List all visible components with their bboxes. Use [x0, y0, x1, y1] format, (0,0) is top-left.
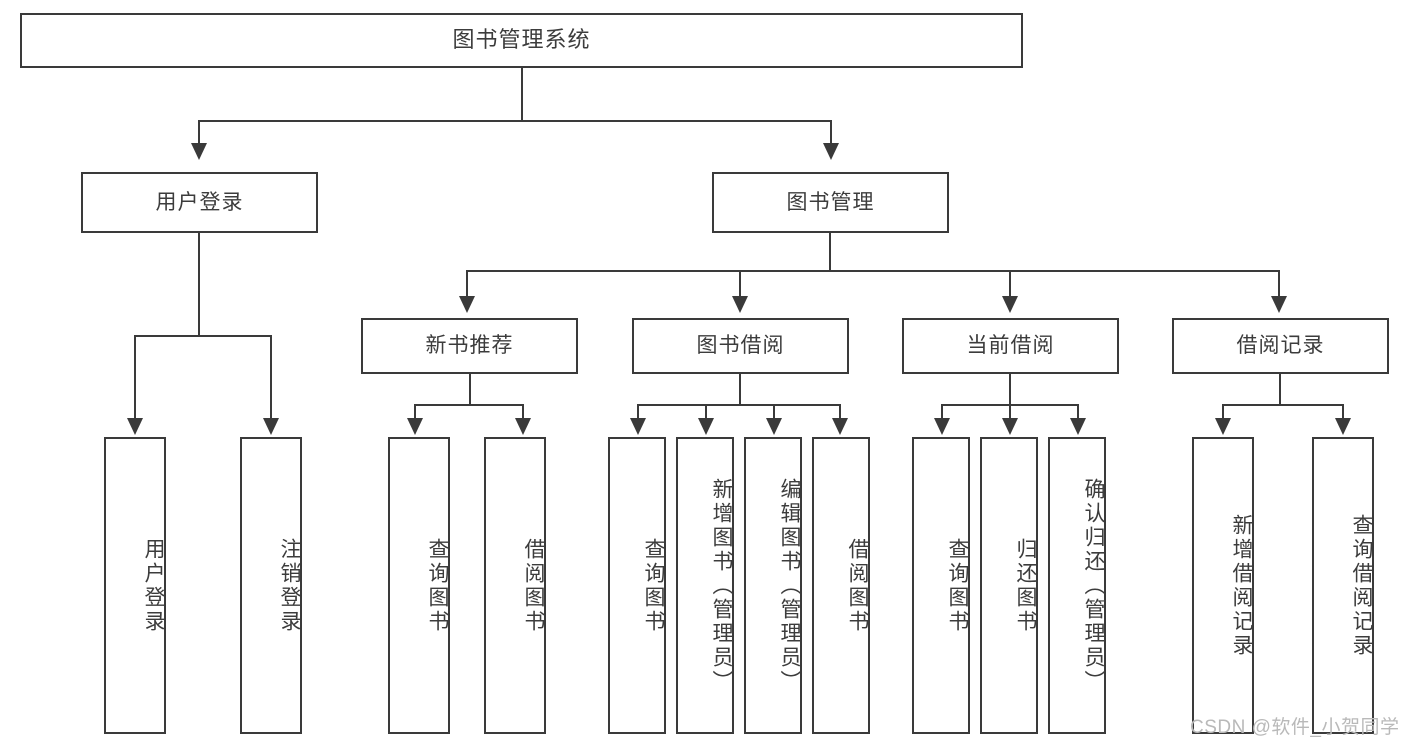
- node-leaf-user-login[interactable]: 用户登录: [104, 437, 166, 734]
- node-leaf-add-book[interactable]: 新增图书（管理员）: [676, 437, 734, 734]
- connector-borrowrecord-stem: [1279, 374, 1281, 406]
- arrow-to-leaf-add-book: [698, 418, 714, 435]
- arrow-to-book-borrow: [732, 296, 748, 313]
- connector-userlogin-stem: [198, 233, 200, 337]
- node-leaf-confirm-return[interactable]: 确认归还（管理员）: [1048, 437, 1106, 734]
- arrow-to-leaf-return-book: [1002, 418, 1018, 435]
- connector-userlogin-bus: [134, 335, 272, 337]
- connector-bookborrow-drop-1: [637, 404, 639, 420]
- connector-bookborrow-drop-3: [773, 404, 775, 420]
- arrow-to-leaf-borrow-book-1: [515, 418, 531, 435]
- node-label: 查询图书: [642, 537, 665, 634]
- node-leaf-logout[interactable]: 注销登录: [240, 437, 302, 734]
- connector-bookborrow-bus: [637, 404, 841, 406]
- arrow-to-leaf-borrow-book-2: [832, 418, 848, 435]
- connector-bookmgmt-drop-1: [466, 270, 468, 298]
- node-borrow-record[interactable]: 借阅记录: [1172, 318, 1389, 374]
- node-current-borrow[interactable]: 当前借阅: [902, 318, 1119, 374]
- arrow-to-leaf-user-login: [127, 418, 143, 435]
- node-leaf-return-book[interactable]: 归还图书: [980, 437, 1038, 734]
- node-leaf-add-record[interactable]: 新增借阅记录: [1192, 437, 1254, 734]
- arrow-to-leaf-query-book-3: [934, 418, 950, 435]
- node-label: 新书推荐: [425, 334, 514, 358]
- connector-root-drop-right: [830, 120, 832, 145]
- arrow-to-leaf-query-record: [1335, 418, 1351, 435]
- connector-currentborrow-stem: [1009, 374, 1011, 406]
- node-label: 新增图书（管理员）: [710, 477, 733, 694]
- node-label: 归还图书: [1014, 537, 1037, 634]
- node-leaf-query-book-1[interactable]: 查询图书: [388, 437, 450, 734]
- connector-bookmgmt-stem: [829, 233, 831, 272]
- node-label: 当前借阅: [966, 334, 1055, 358]
- node-leaf-borrow-book-1[interactable]: 借阅图书: [484, 437, 546, 734]
- node-label: 确认归还（管理员）: [1082, 477, 1105, 694]
- node-label: 查询图书: [426, 537, 449, 634]
- arrow-to-leaf-query-book-2: [630, 418, 646, 435]
- connector-root-bus: [198, 120, 832, 122]
- connector-borrowrecord-bus: [1222, 404, 1344, 406]
- node-label: 借阅记录: [1236, 334, 1325, 358]
- csdn-watermark: CSDN @软件_小贺同学: [1190, 717, 1400, 738]
- connector-bookmgmt-drop-3: [1009, 270, 1011, 298]
- arrow-to-borrow-record: [1271, 296, 1287, 313]
- node-leaf-query-book-2[interactable]: 查询图书: [608, 437, 666, 734]
- node-book-borrow[interactable]: 图书借阅: [632, 318, 849, 374]
- connector-root-stem: [521, 68, 523, 121]
- node-label: 图书借阅: [696, 334, 785, 358]
- connector-bookmgmt-bus: [466, 270, 1280, 272]
- node-leaf-query-record[interactable]: 查询借阅记录: [1312, 437, 1374, 734]
- connector-bookmgmt-drop-4: [1278, 270, 1280, 298]
- node-label: 借阅图书: [522, 537, 545, 634]
- connector-borrowrecord-drop-2: [1342, 404, 1344, 420]
- arrow-to-leaf-confirm-return: [1070, 418, 1086, 435]
- arrow-to-leaf-logout: [263, 418, 279, 435]
- node-book-management[interactable]: 图书管理: [712, 172, 949, 233]
- node-new-book-recommend[interactable]: 新书推荐: [361, 318, 578, 374]
- arrow-to-leaf-edit-book: [766, 418, 782, 435]
- connector-currentborrow-drop-3: [1077, 404, 1079, 420]
- node-label: 图书管理系统: [452, 27, 591, 53]
- node-label: 查询借阅记录: [1350, 513, 1373, 658]
- node-label: 图书管理: [786, 190, 875, 214]
- node-label: 注销登录: [278, 537, 301, 634]
- connector-userlogin-drop-2: [270, 335, 272, 420]
- connector-currentborrow-drop-1: [941, 404, 943, 420]
- node-label: 编辑图书（管理员）: [778, 477, 801, 694]
- arrow-to-current-borrow: [1002, 296, 1018, 313]
- node-leaf-edit-book[interactable]: 编辑图书（管理员）: [744, 437, 802, 734]
- arrow-to-leaf-query-book-1: [407, 418, 423, 435]
- connector-bookborrow-drop-2: [705, 404, 707, 420]
- connector-newbook-bus: [414, 404, 524, 406]
- connector-bookborrow-drop-4: [839, 404, 841, 420]
- arrow-to-book-management: [823, 143, 839, 160]
- node-leaf-query-book-3[interactable]: 查询图书: [912, 437, 970, 734]
- connector-newbook-drop-2: [522, 404, 524, 420]
- arrow-to-user-login: [191, 143, 207, 160]
- connector-newbook-drop-1: [414, 404, 416, 420]
- connector-bookmgmt-drop-2: [739, 270, 741, 298]
- connector-bookborrow-stem: [739, 374, 741, 406]
- connector-newbook-stem: [469, 374, 471, 406]
- connector-root-drop-left: [198, 120, 200, 145]
- arrow-to-leaf-add-record: [1215, 418, 1231, 435]
- node-label: 新增借阅记录: [1230, 513, 1253, 658]
- connector-userlogin-drop-1: [134, 335, 136, 420]
- connector-currentborrow-drop-2: [1009, 404, 1011, 420]
- node-user-login[interactable]: 用户登录: [81, 172, 318, 233]
- node-label: 借阅图书: [846, 537, 869, 634]
- node-label: 查询图书: [946, 537, 969, 634]
- connector-borrowrecord-drop-1: [1222, 404, 1224, 420]
- node-root-system[interactable]: 图书管理系统: [20, 13, 1023, 68]
- node-label: 用户登录: [155, 190, 244, 214]
- node-label: 用户登录: [142, 537, 165, 634]
- node-leaf-borrow-book-2[interactable]: 借阅图书: [812, 437, 870, 734]
- arrow-to-new-book-recommend: [459, 296, 475, 313]
